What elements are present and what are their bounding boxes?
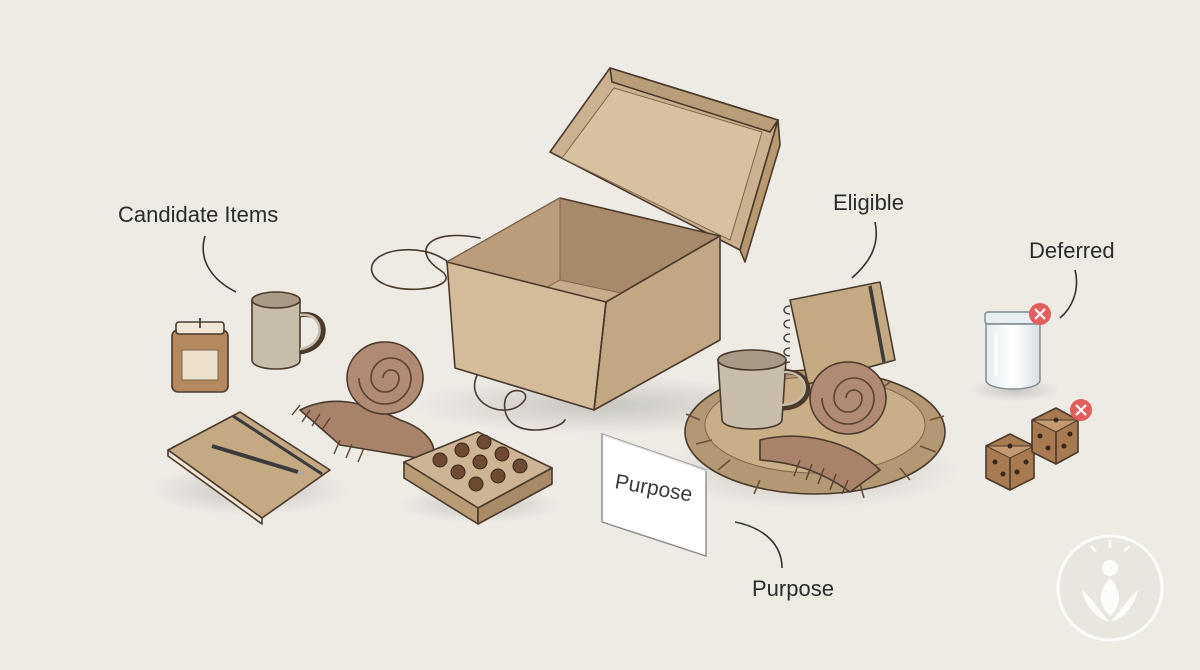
purpose-label: Purpose: [752, 576, 834, 601]
notebook-with-pen: [167, 411, 331, 525]
x-icon: [1075, 404, 1087, 416]
scarf-rolled: [291, 341, 435, 463]
reject-badge-jar: [1029, 303, 1051, 325]
eligible-label: Eligible: [833, 190, 904, 215]
reject-badge-dice: [1070, 399, 1092, 421]
candidates-connector: [202, 235, 237, 293]
chocolate-box: [403, 431, 553, 525]
x-icon: [1034, 308, 1046, 320]
eligible-connector: [851, 221, 877, 279]
gift-box: [446, 67, 781, 411]
purpose-connector: [734, 521, 783, 569]
eligible-nest: [684, 281, 946, 499]
dice: [985, 407, 1079, 491]
glass-jar: [984, 311, 1042, 390]
lotus-hands-icon: [1056, 534, 1164, 642]
purpose-card: Purpose: [601, 433, 708, 557]
deferred-label: Deferred: [1029, 238, 1115, 263]
candidate-items-label: Candidate Items: [118, 202, 279, 227]
mug: [251, 291, 326, 370]
deferred-connector: [1059, 269, 1078, 319]
candle-jar: [171, 318, 229, 393]
